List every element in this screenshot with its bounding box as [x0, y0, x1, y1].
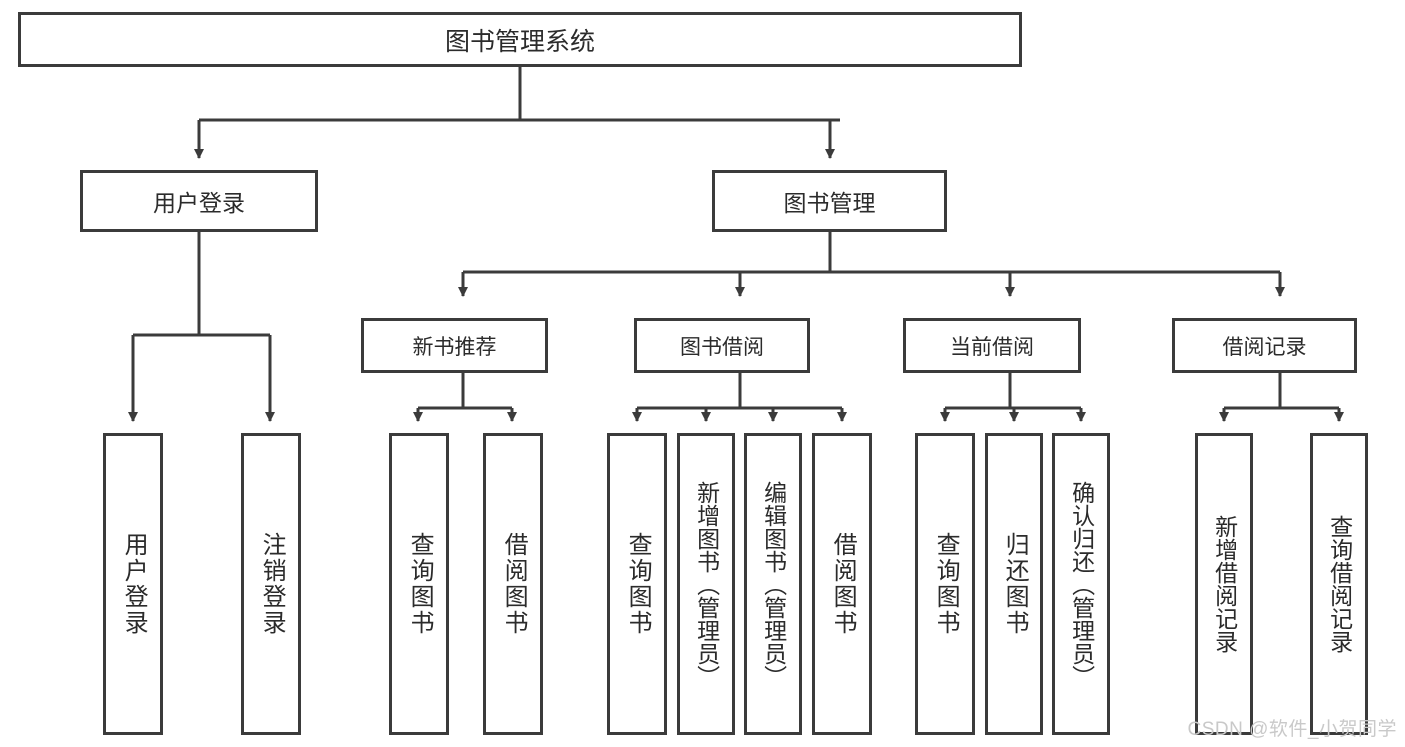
node-book-borrow[interactable]: 图书借阅 — [634, 318, 810, 373]
leaf-recommend-query-book[interactable]: 查询图书 — [389, 433, 449, 735]
leaf-label: 借阅图书 — [500, 532, 528, 636]
leaf-borrow-edit-book-admin[interactable]: 编辑图书（管理员） — [744, 433, 802, 735]
node-new-book-recommend-label: 新书推荐 — [412, 335, 497, 359]
node-user-login[interactable]: 用户登录 — [80, 170, 318, 232]
leaf-user-login-logout[interactable]: 注销登录 — [241, 433, 301, 735]
node-borrow-records-label: 借阅记录 — [1222, 335, 1307, 359]
node-borrow-records[interactable]: 借阅记录 — [1172, 318, 1357, 373]
node-current-borrow-label: 当前借阅 — [950, 335, 1034, 359]
node-book-borrow-label: 图书借阅 — [680, 335, 764, 359]
node-book-management-label: 图书管理 — [783, 190, 876, 216]
leaf-recommend-borrow-book[interactable]: 借阅图书 — [483, 433, 543, 735]
node-new-book-recommend[interactable]: 新书推荐 — [361, 318, 548, 373]
leaf-label: 查询图书 — [406, 532, 434, 636]
leaf-label: 归还图书 — [1001, 532, 1029, 636]
leaf-current-confirm-return-admin[interactable]: 确认归还（管理员） — [1052, 433, 1110, 735]
leaf-label: 注销登录 — [258, 532, 286, 636]
leaf-borrow-borrow-book[interactable]: 借阅图书 — [812, 433, 872, 735]
leaf-borrow-add-book-admin[interactable]: 新增图书（管理员） — [677, 433, 735, 735]
node-root-system[interactable]: 图书管理系统 — [18, 12, 1022, 67]
node-root-label: 图书管理系统 — [444, 27, 595, 56]
leaf-label: 查询图书 — [624, 532, 652, 636]
leaf-user-login-login[interactable]: 用户登录 — [103, 433, 163, 735]
leaf-label: 编辑图书（管理员） — [760, 480, 787, 688]
leaf-current-query-book[interactable]: 查询图书 — [915, 433, 975, 735]
leaf-label: 查询借阅记录 — [1326, 515, 1353, 653]
leaf-label: 新增借阅记录 — [1211, 515, 1238, 653]
leaf-label: 用户登录 — [120, 532, 148, 636]
leaf-current-return-book[interactable]: 归还图书 — [985, 433, 1043, 735]
leaf-label: 确认归还（管理员） — [1068, 480, 1095, 688]
leaf-label: 新增图书（管理员） — [693, 480, 720, 688]
node-user-login-label: 用户登录 — [153, 190, 245, 216]
leaf-records-add-record[interactable]: 新增借阅记录 — [1195, 433, 1253, 735]
leaf-label: 借阅图书 — [829, 532, 857, 636]
node-current-borrow[interactable]: 当前借阅 — [903, 318, 1081, 373]
leaf-label: 查询图书 — [932, 532, 960, 636]
node-book-management[interactable]: 图书管理 — [712, 170, 947, 232]
leaf-borrow-query-book[interactable]: 查询图书 — [607, 433, 667, 735]
watermark: CSDN @软件_小贺同学 — [1187, 719, 1397, 740]
leaf-records-query-record[interactable]: 查询借阅记录 — [1310, 433, 1368, 735]
